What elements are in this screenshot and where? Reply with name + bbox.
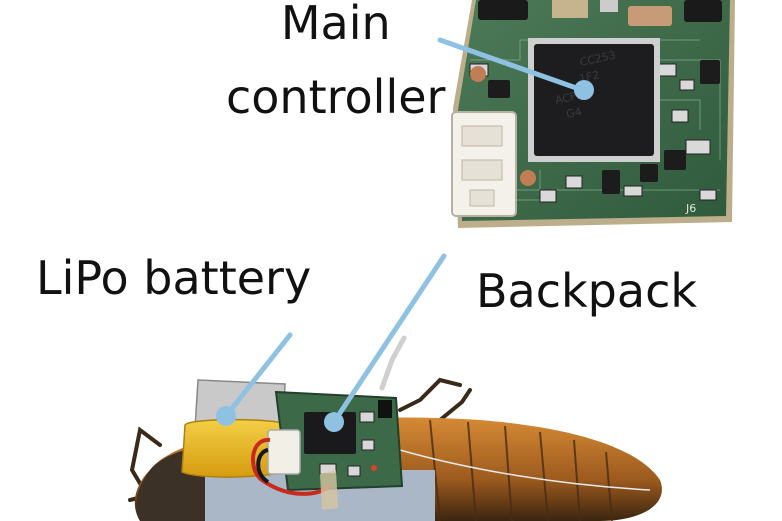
backpack-pointer-dot <box>324 412 344 432</box>
board-marking: J6 <box>685 202 696 215</box>
insect-with-backpack <box>128 335 662 521</box>
main-controller-pointer-dot <box>574 80 594 100</box>
main-controller-pointer <box>437 37 585 93</box>
main-controller-label-line2: controller <box>226 70 446 124</box>
chip-marking-4: G4 <box>565 105 583 121</box>
lipo-battery-label: LiPo battery <box>36 251 312 305</box>
backpack-pointer <box>331 253 447 425</box>
backpack-label: Backpack <box>476 264 697 318</box>
lipo-battery-pointer-dot <box>216 406 236 426</box>
pointer-lines <box>223 37 585 425</box>
lipo-battery-pointer <box>223 332 293 419</box>
pcb-closeup: CC253 1F2 ACFH G4 J6 <box>451 0 735 228</box>
main-controller-label: Main controller <box>226 0 445 134</box>
main-controller-chip: CC253 1F2 ACFH G4 <box>528 38 660 162</box>
main-controller-label-line1: Main <box>280 0 391 50</box>
white-connector <box>451 111 517 217</box>
